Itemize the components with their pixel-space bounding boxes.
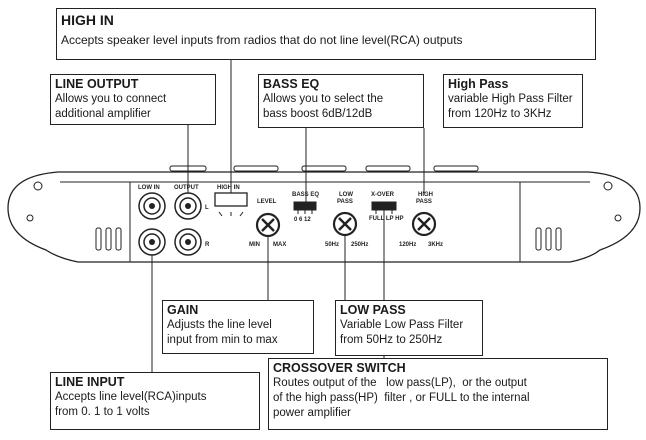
callout-title: LINE OUTPUT	[55, 77, 139, 91]
high-pass-knob[interactable]	[411, 211, 437, 237]
callout-text: from 50Hz to 250Hz	[340, 334, 443, 346]
callout-text: Routes output of the low pass(LP), or th…	[273, 377, 527, 389]
high-in-connector[interactable]	[214, 192, 248, 217]
callout-title: High Pass	[448, 77, 509, 91]
screw-icon	[26, 214, 34, 222]
screw-icon	[33, 181, 43, 191]
label-level: LEVEL	[257, 199, 277, 205]
label-output: OUTPUT	[174, 185, 199, 191]
callout-gain: GAIN Adjusts the line level input from m…	[162, 300, 314, 354]
callout-text: from 120Hz to 3KHz	[448, 108, 552, 120]
label-channel-r: R	[205, 242, 210, 248]
callout-high-pass: High Pass variable High Pass Filter from…	[443, 74, 583, 128]
cooling-fin	[535, 227, 542, 251]
callout-text: of the high pass(HP) filter , or FULL to…	[273, 392, 530, 404]
callout-title: CROSSOVER SWITCH	[273, 361, 406, 375]
callout-text: power amplifier	[273, 407, 351, 419]
callout-text: Accepts line level(RCA)inputs	[55, 391, 207, 403]
cooling-fin	[555, 227, 562, 251]
cooling-fin	[115, 227, 122, 251]
rca-output-r[interactable]	[174, 228, 202, 256]
cooling-fin	[95, 227, 102, 251]
screw-icon	[614, 214, 622, 222]
label-low-pass-1: LOW	[339, 192, 353, 198]
callout-text: Accepts speaker level inputs from radios…	[61, 33, 463, 47]
callout-bass-eq: BASS EQ Allows you to select the bass bo…	[258, 74, 424, 128]
callout-text: Allows you to select the	[263, 93, 384, 105]
callout-text: Allows you to connect	[55, 93, 167, 105]
callout-text: Adjusts the line level	[167, 319, 272, 331]
label-hp-max: 3KHz	[428, 242, 443, 248]
callout-line-input: LINE INPUT Accepts line level(RCA)inputs…	[50, 372, 260, 430]
callout-title: GAIN	[167, 303, 199, 317]
label-high-pass-2: PASS	[416, 199, 432, 205]
callout-high-in: HIGH IN Accepts speaker level inputs fro…	[56, 8, 596, 60]
label-lp-max: 250Hz	[351, 242, 368, 248]
label-low-in: LOW IN	[138, 185, 160, 191]
cooling-fin	[105, 227, 112, 251]
callout-title: BASS EQ	[263, 77, 320, 91]
cooling-fin	[545, 227, 552, 251]
rca-low-in-r[interactable]	[138, 228, 166, 256]
label-min: MIN	[249, 242, 260, 248]
callout-text: bass boost 6dB/12dB	[263, 108, 373, 120]
rca-output-l[interactable]	[174, 192, 202, 220]
vent-slot	[301, 165, 347, 172]
label-low-pass-2: PASS	[337, 199, 353, 205]
bass-eq-switch[interactable]	[293, 201, 317, 214]
callout-text: additional amplifier	[55, 108, 151, 120]
gain-knob[interactable]	[255, 212, 281, 238]
label-xover: X-OVER	[371, 192, 395, 198]
label-max: MAX	[273, 242, 286, 248]
vent-slot	[233, 165, 279, 172]
label-channel-l: L	[205, 205, 209, 211]
callout-title: LOW PASS	[340, 303, 406, 317]
callout-title: HIGH IN	[61, 12, 114, 28]
callout-low-pass: LOW PASS Variable Low Pass Filter from 5…	[335, 300, 483, 356]
label-hp-min: 120Hz	[399, 242, 416, 248]
callout-text: variable High Pass Filter	[448, 93, 573, 105]
label-bass-eq-values: 0 6 12	[294, 217, 311, 223]
label-high-in: HIGH IN	[217, 185, 240, 191]
screw-icon	[603, 181, 613, 191]
callout-title: LINE INPUT	[55, 375, 125, 389]
rca-low-in-l[interactable]	[138, 192, 166, 220]
crossover-switch[interactable]	[371, 201, 397, 214]
callout-crossover: CROSSOVER SWITCH Routes output of the lo…	[268, 358, 608, 430]
callout-text: Variable Low Pass Filter	[340, 319, 464, 331]
label-lp-min: 50Hz	[325, 242, 339, 248]
callout-text: input from min to max	[167, 334, 278, 346]
callout-line-output: LINE OUTPUT Allows you to connect additi…	[50, 74, 216, 125]
vent-slot	[365, 165, 411, 172]
vent-slot	[433, 165, 479, 172]
amplifier-body	[7, 171, 641, 263]
low-pass-knob[interactable]	[332, 211, 358, 237]
callout-text: from 0. 1 to 1 volts	[55, 406, 150, 418]
label-xover-modes: FULL LP HP	[369, 216, 403, 222]
label-high-pass-1: HIGH	[418, 192, 433, 198]
